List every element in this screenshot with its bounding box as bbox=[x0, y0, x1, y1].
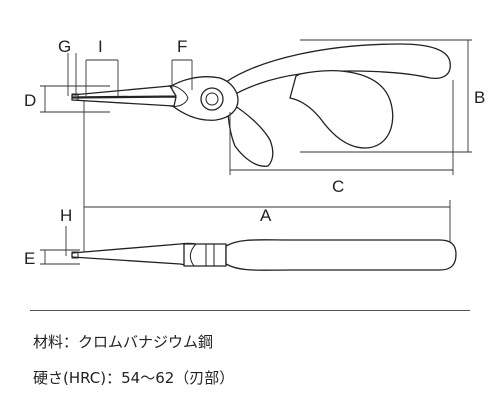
nose-jaw-lower bbox=[71, 96, 177, 107]
pivot-rivet-inner bbox=[205, 92, 219, 106]
pliers-side-view bbox=[71, 239, 457, 271]
label-a: A bbox=[260, 206, 272, 225]
tip-marker bbox=[71, 93, 79, 101]
dimension-lines-side bbox=[40, 226, 80, 265]
nose-jaw-upper bbox=[71, 85, 177, 98]
label-f: F bbox=[177, 37, 187, 56]
pliers-top-view bbox=[71, 43, 451, 167]
dimension-labels: G I F D B C H A E bbox=[24, 37, 485, 268]
pivot-rivet bbox=[200, 87, 224, 111]
lower-handle-loop bbox=[289, 70, 394, 149]
upper-handle bbox=[225, 43, 451, 97]
spec-material: 材料：クロムバナジウム鋼 bbox=[33, 333, 214, 351]
dimension-lines-top bbox=[40, 39, 472, 258]
separator-line bbox=[30, 310, 470, 311]
lower-handle bbox=[227, 103, 274, 167]
side-handle bbox=[225, 239, 457, 271]
label-i: I bbox=[98, 37, 103, 56]
label-e: E bbox=[24, 249, 35, 268]
label-b: B bbox=[474, 88, 485, 107]
label-g: G bbox=[58, 37, 71, 56]
spec-hardness: 硬さ(HRC)：54〜62（刃部） bbox=[33, 369, 235, 387]
pliers-dimension-diagram: G I F D B C H A E bbox=[24, 37, 485, 271]
label-h: H bbox=[60, 206, 72, 225]
side-head bbox=[183, 243, 227, 267]
label-c: C bbox=[332, 177, 344, 196]
cutter-notch bbox=[167, 85, 189, 107]
side-tip-marker bbox=[71, 251, 79, 259]
label-d: D bbox=[24, 91, 36, 110]
